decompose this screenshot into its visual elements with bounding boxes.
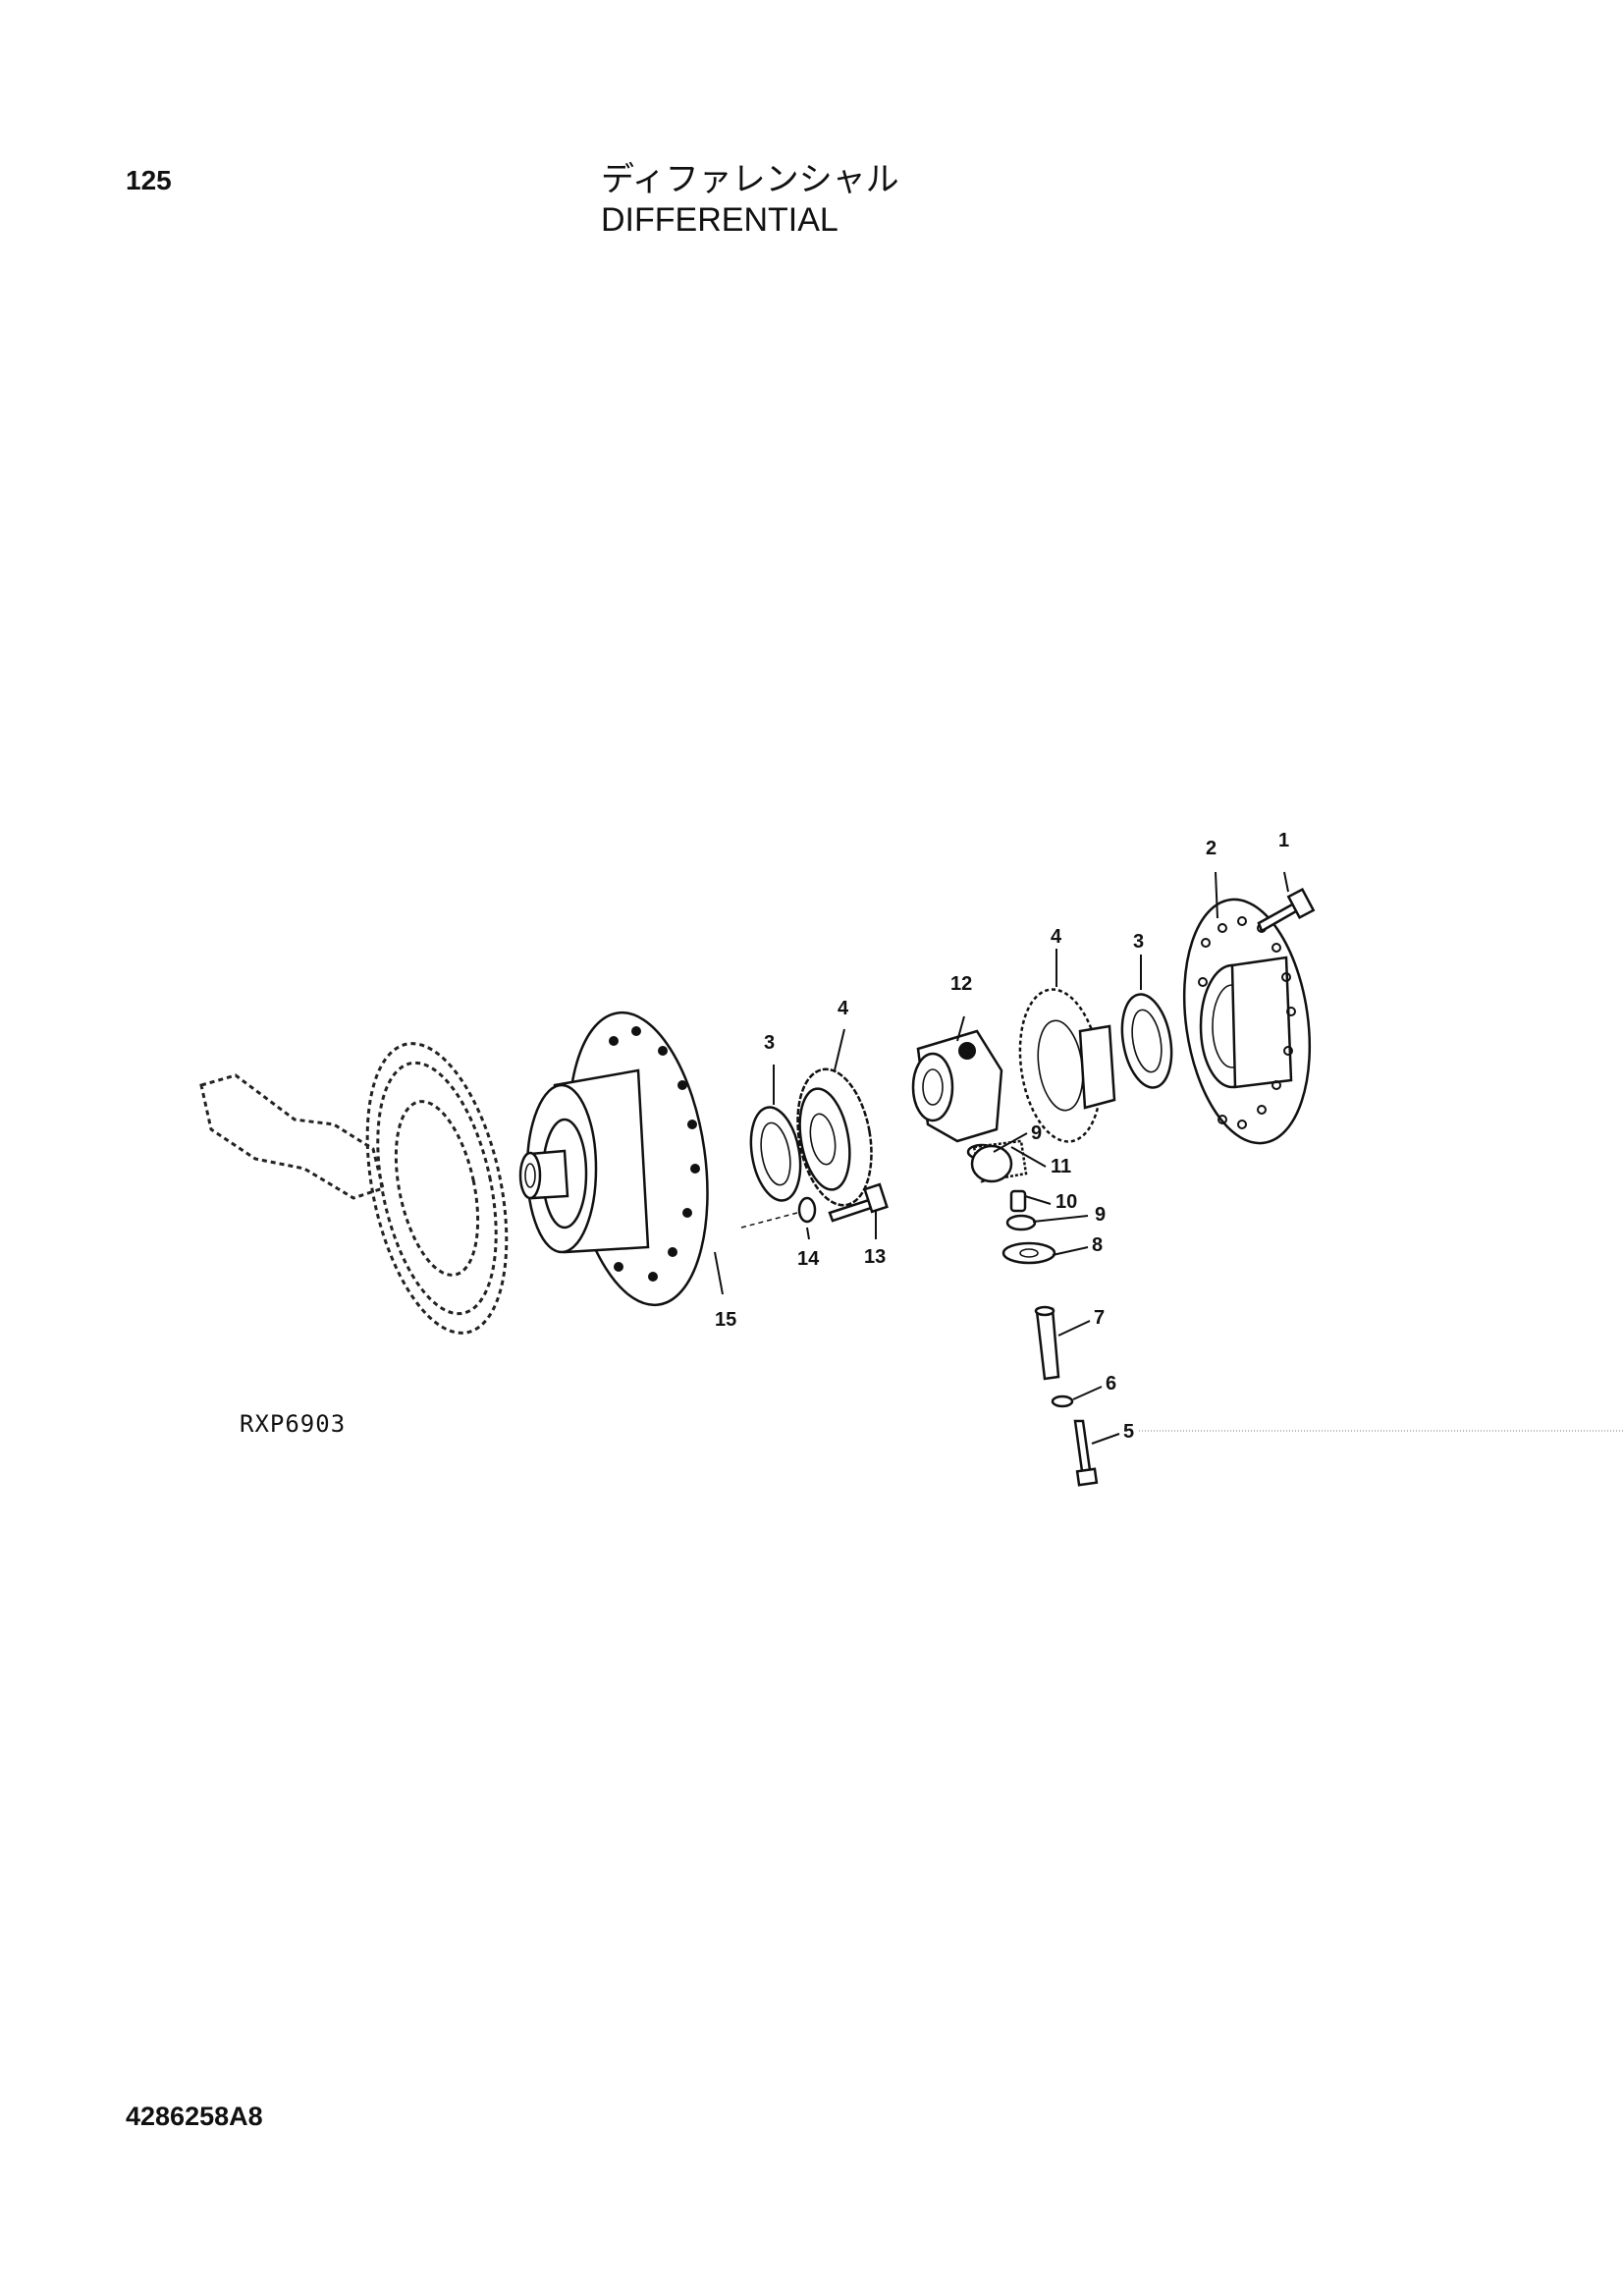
part-10-bushing [1009,1189,1027,1213]
callout-12: 12 [950,973,972,995]
part-7-pinion-shaft [1034,1305,1060,1381]
callout-7: 7 [1094,1307,1105,1329]
callout-3-left: 3 [764,1032,775,1054]
part-14-washer [740,1196,817,1229]
part-4-side-gear-right [1018,988,1116,1143]
document-number: 4286258A8 [126,2102,263,2131]
part-8-thrust-washer [1001,1241,1056,1265]
part-2-case-cover [1182,898,1312,1145]
title-english: DIFFERENTIAL [601,201,839,239]
title-japanese: ディファレンシャル [601,160,899,199]
part-3-thrust-washer-right [1120,993,1173,1089]
part-6-washer [1051,1394,1074,1408]
callout-3-right: 3 [1133,931,1144,953]
callout-labels: 1 2 3 4 12 3 4 9 11 10 9 8 7 6 5 14 13 1… [715,830,1289,1443]
callout-14: 14 [797,1248,820,1270]
callout-9-upper: 9 [1031,1122,1042,1144]
callout-13: 13 [864,1246,886,1268]
callout-4-right: 4 [1051,926,1062,948]
part-1-bolt [1257,887,1316,933]
callout-10: 10 [1055,1191,1077,1213]
callout-4-left: 4 [838,998,849,1019]
part-15-case [518,1011,709,1307]
callout-11: 11 [1051,1156,1071,1177]
callout-8: 8 [1092,1234,1103,1256]
figure-reference: RXP6903 [240,1410,347,1438]
callout-9-lower: 9 [1095,1204,1106,1226]
callout-15: 15 [715,1309,736,1331]
part-11-pinion-gear [970,1139,1028,1183]
part-13-bolt [828,1182,889,1223]
ring-gear-phantom [199,1042,509,1335]
callout-5: 5 [1123,1421,1134,1443]
part-4-side-gear-left [796,1067,873,1207]
callout-6: 6 [1106,1373,1116,1394]
callout-1: 1 [1278,830,1289,851]
page-number: 125 [126,165,172,195]
part-5-bolt [1073,1419,1099,1487]
leader-lines [714,871,1623,1445]
part-3-thrust-washer-left [749,1106,802,1202]
part-12-spider [911,1029,1003,1143]
part-9-washer-lower [1005,1214,1037,1231]
callout-2: 2 [1206,838,1217,859]
